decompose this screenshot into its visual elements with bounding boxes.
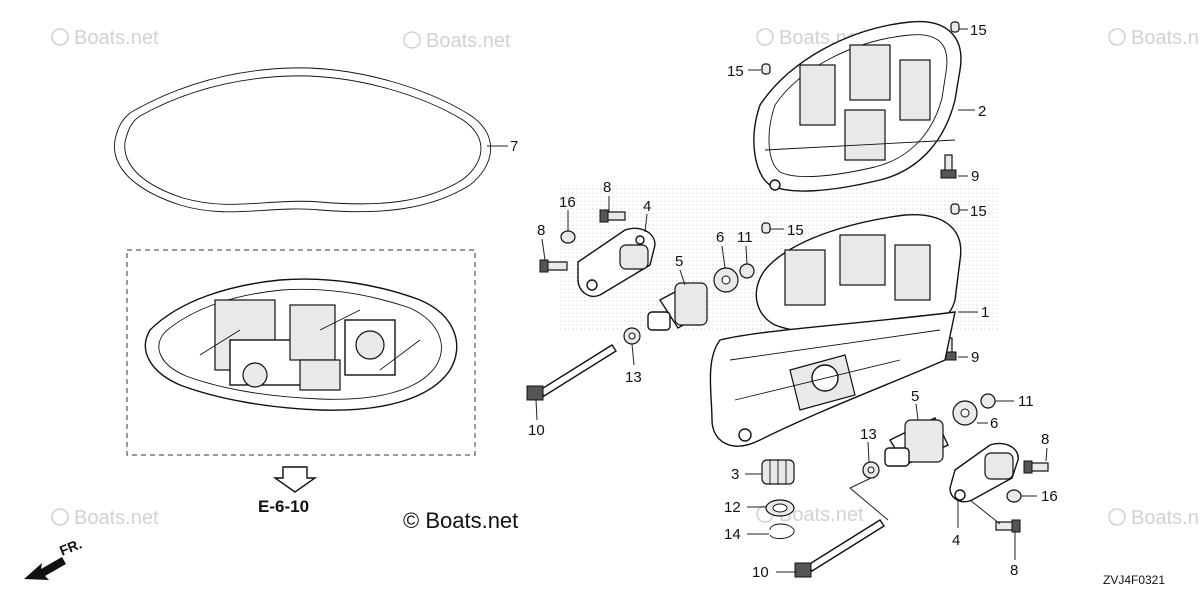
part-1-lower-case [709, 214, 962, 447]
callout-11-b: 11 [1018, 393, 1034, 410]
part-6-washer-a [713, 267, 739, 293]
callout-9-a: 9 [971, 168, 979, 185]
callout-15-c: 15 [970, 203, 987, 220]
svg-text:Boats.net: Boats.net [74, 27, 159, 49]
reference-box [126, 249, 476, 456]
callout-13-a: 13 [625, 369, 642, 386]
callout-7: 7 [510, 138, 518, 155]
part-15-dowel-d [761, 222, 771, 234]
callout-1: 1 [981, 304, 989, 321]
callout-14: 14 [724, 526, 741, 543]
part-10-long-bolt-a [526, 344, 617, 401]
part-2-upper-case [753, 20, 962, 192]
leader-lines [487, 28, 1048, 573]
part-11-nut-b [980, 393, 996, 409]
callout-16-a: 16 [559, 194, 576, 211]
brand-text: © Boats.net [403, 508, 518, 533]
part-12-washer [765, 499, 795, 517]
part-8-bolt-b [539, 259, 568, 273]
front-direction-arrow: FR. [24, 535, 84, 580]
callout-2: 2 [978, 103, 986, 120]
svg-text:Boats.net: Boats.net [1131, 27, 1200, 49]
part-15-dowel-a [950, 21, 960, 33]
callout-11-a: 11 [737, 229, 753, 246]
watermark-top-right: Boats.net [1108, 27, 1200, 49]
part-15-dowel-c [950, 203, 960, 215]
callout-13-b: 13 [860, 426, 877, 443]
watermark-bottom-right: Boats.net [1108, 507, 1200, 529]
part-9-bolt-a [940, 154, 957, 179]
part-13-washer-b [862, 461, 880, 479]
part-5-mount-b [884, 417, 949, 467]
reference-label: E-6-10 [258, 497, 309, 516]
reference-arrow [272, 466, 318, 493]
callout-15-b: 15 [727, 63, 744, 80]
callout-5-b: 5 [911, 388, 919, 405]
svg-text:Boats.net: Boats.net [74, 507, 159, 529]
svg-text:Boats.net: Boats.net [1131, 507, 1200, 529]
callout-16-b: 16 [1041, 488, 1058, 505]
watermark-top-left: Boats.net [51, 27, 159, 49]
callout-4-b: 4 [952, 532, 960, 549]
part-7-gasket [114, 67, 492, 213]
part-11-nut-a [739, 263, 755, 279]
watermark-bottom-left: Boats.net [51, 507, 159, 529]
callout-8-c: 8 [1041, 431, 1049, 448]
callout-15-d: 15 [787, 222, 804, 239]
callout-4-a: 4 [643, 198, 651, 215]
part-4-bracket-a [577, 227, 656, 297]
part-15-dowel-b [761, 63, 771, 75]
callout-12: 12 [724, 499, 741, 516]
callout-9-b: 9 [971, 349, 979, 366]
callout-3: 3 [731, 466, 739, 483]
part-4-bracket-b [949, 442, 1019, 503]
callout-10-a: 10 [528, 422, 545, 439]
part-14-circlip [769, 523, 795, 540]
part-10-long-bolt-b [794, 519, 885, 578]
svg-text:Boats.net: Boats.net [779, 504, 864, 526]
callout-8-a: 8 [603, 179, 611, 196]
svg-text:Boats.net: Boats.net [426, 30, 511, 52]
part-16-cap-b [1006, 489, 1022, 503]
callout-15-a: 15 [970, 22, 987, 39]
callout-10-b: 10 [752, 564, 769, 581]
callout-6-a: 6 [716, 229, 724, 246]
callout-5-a: 5 [675, 253, 683, 270]
callout-6-b: 6 [990, 415, 998, 432]
part-16-cap-a [560, 230, 576, 244]
part-8-bolt-d [995, 519, 1021, 533]
part-8-bolt-a [599, 209, 626, 223]
part-5-mount-a [647, 282, 708, 331]
part-13-washer-a [623, 327, 641, 345]
diagram-code: ZVJ4F0321 [1103, 573, 1165, 587]
part-8-bolt-c [1023, 460, 1049, 474]
watermark-top-2: Boats.net [403, 30, 511, 52]
callout-8-d: 8 [1010, 562, 1018, 579]
part-6-washer-b [952, 400, 978, 426]
front-direction-label: FR. [57, 535, 84, 558]
part-3-bushing [761, 459, 795, 485]
callout-8-b: 8 [537, 222, 545, 239]
